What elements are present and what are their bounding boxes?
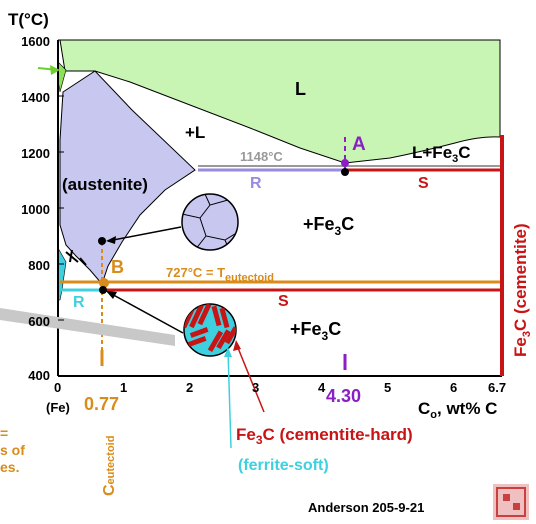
y-axis-ticks: 1600 1400 1200 1000 800 600 400 <box>21 34 64 383</box>
y-tick-800: 800 <box>28 258 50 273</box>
x-tick-4: 4 <box>318 380 326 395</box>
x-axis-title: Co, wt% C <box>418 399 497 421</box>
eutectic-point-A <box>341 159 349 167</box>
austenite-region <box>59 70 196 285</box>
fe-label: (Fe) <box>46 400 70 415</box>
left-fragment-2: s of <box>0 442 25 458</box>
austenite-grain-micrograph <box>181 193 239 251</box>
x-tick-5: 5 <box>384 380 391 395</box>
y-tick-1000: 1000 <box>21 202 50 217</box>
eutectoid-temp-label: 727°C = Teutectoid <box>166 265 274 284</box>
y-axis-title: T(°C) <box>8 10 49 29</box>
c-eutectoid-label: Ceutectoid <box>101 436 118 496</box>
point-A-label: A <box>352 134 366 155</box>
gamma-fe3c-label: +Fe3C <box>303 214 354 238</box>
R-upper-label: R <box>250 175 262 192</box>
x-tick-2: 2 <box>186 380 193 395</box>
cementite-label: Fe3C (cementite) <box>511 223 533 357</box>
eutectic-value: 4.30 <box>326 386 361 406</box>
eutectoid-value: 0.77 <box>84 394 119 414</box>
eutectoid-point-dot <box>99 286 107 294</box>
left-fragment-1: = <box>0 425 8 441</box>
ferrite-annotation-arrow <box>227 349 232 449</box>
alpha-fe3c-label: +Fe3C <box>290 319 341 343</box>
x-tick-6: 6 <box>450 380 457 395</box>
y-tick-1600: 1600 <box>21 34 50 49</box>
cementite-annotation-arrow <box>235 342 265 413</box>
austenite-sample-dot <box>98 237 106 245</box>
credit-label: Anderson 205-9-21 <box>308 500 424 515</box>
cementite-hard-label: Fe3C (cementite-hard) <box>236 425 413 447</box>
grain-arrow-head <box>106 236 116 244</box>
eutectoid-point-B <box>99 278 109 288</box>
S-lower-label: S <box>278 293 289 310</box>
y-tick-1200: 1200 <box>21 146 50 161</box>
pearlite-arrow <box>107 291 184 334</box>
left-fragment-3: es. <box>0 459 19 475</box>
x-axis-ticks: 0 1 2 3 4 5 6 6.7 <box>54 380 506 395</box>
gamma-liquid-label: +L <box>185 123 205 142</box>
liquid-fe3c-label: L+Fe3C <box>412 143 471 165</box>
liquid-label: L <box>295 79 306 99</box>
eutectic-point-dot <box>341 168 349 176</box>
ferrite-region <box>57 246 67 301</box>
S-upper-label: S <box>418 175 429 192</box>
ferrite-soft-label: (ferrite-soft) <box>238 457 329 474</box>
logo-icon <box>493 484 529 520</box>
y-tick-600: 600 <box>28 314 50 329</box>
austenite-label: (austenite) <box>62 175 148 194</box>
gray-pointer <box>0 308 175 346</box>
y-tick-400: 400 <box>28 368 50 383</box>
x-tick-1: 1 <box>120 380 127 395</box>
pearlite-arrow-head <box>106 291 117 299</box>
x-tick-0: 0 <box>54 380 61 395</box>
liquid-region <box>59 39 501 164</box>
alpha-scribble <box>65 249 87 266</box>
grain-arrow <box>107 226 182 242</box>
eutectic-temp-label: 1148°C <box>240 149 283 164</box>
y-tick-1400: 1400 <box>21 90 50 105</box>
R-lower-label: R <box>73 294 85 311</box>
x-tick-6-7: 6.7 <box>488 380 506 395</box>
x-tick-3: 3 <box>252 380 259 395</box>
pearlite-micrograph <box>183 303 237 357</box>
point-B-label: B <box>111 257 124 277</box>
